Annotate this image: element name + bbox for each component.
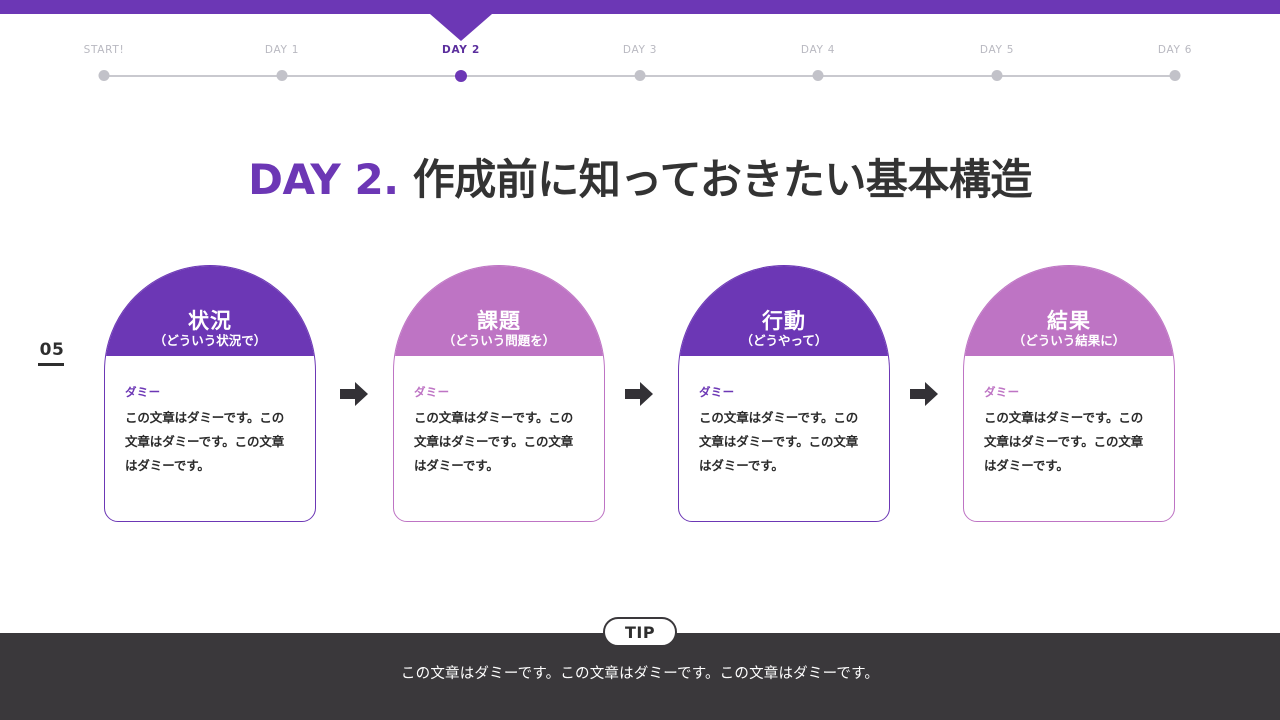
arrow-right-icon — [625, 381, 653, 407]
timeline-dot-icon — [812, 70, 824, 81]
page-number-value: 05 — [39, 340, 65, 360]
card-body: ダミー この文章はダミーです。この文章はダミーです。この文章はダミーです。 — [964, 356, 1174, 478]
tip-badge: TIP — [603, 617, 677, 647]
arrow-right-icon — [340, 381, 368, 407]
timeline-label: DAY 2 — [442, 44, 480, 56]
card-subtitle: （どうやって） — [740, 332, 828, 348]
page-title: DAY 2. 作成前に知っておきたい基本構造 — [0, 146, 1280, 207]
timeline-label: START! — [83, 44, 125, 56]
timeline-label: DAY 1 — [264, 44, 300, 56]
timeline-dot-icon — [1169, 70, 1181, 81]
timeline-dot-icon — [98, 70, 110, 81]
day-timeline: START! DAY 1 DAY 2 DAY 3 DAY 4 DAY 5 DAY… — [0, 44, 1280, 90]
tip-badge-label: TIP — [624, 622, 656, 642]
timeline-dot-icon — [455, 70, 467, 82]
card-title: 結果 — [1047, 308, 1091, 333]
card-body: ダミー この文章はダミーです。この文章はダミーです。この文章はダミーです。 — [105, 356, 315, 478]
card-kicker: ダミー — [984, 385, 1020, 399]
timeline-item-day-2[interactable]: DAY 2 — [401, 44, 521, 82]
card-header: 課題 （どういう問題を） — [394, 266, 604, 356]
card-subtitle: （どういう状況で） — [153, 332, 267, 348]
card-title: 課題 — [477, 308, 521, 333]
timeline-item-day-3[interactable]: DAY 3 — [580, 44, 700, 81]
timeline-label: DAY 3 — [622, 44, 658, 56]
card-title: 状況 — [188, 308, 232, 333]
card-subtitle: （どういう問題を） — [442, 332, 556, 348]
card-header: 結果 （どういう結果に） — [964, 266, 1174, 356]
card-header: 行動 （どうやって） — [679, 266, 889, 356]
timeline-label: DAY 4 — [800, 44, 836, 56]
timeline-dot-icon — [276, 70, 288, 81]
timeline-item-start[interactable]: START! — [44, 44, 164, 81]
card-text: この文章はダミーです。この文章はダミーです。この文章はダミーです。 — [125, 410, 285, 473]
page-title-day: DAY 2. — [248, 155, 399, 204]
card-text: この文章はダミーです。この文章はダミーです。この文章はダミーです。 — [414, 410, 574, 473]
card-body: ダミー この文章はダミーです。この文章はダミーです。この文章はダミーです。 — [394, 356, 604, 478]
arrow-right-icon — [910, 381, 938, 407]
structure-card-row: 状況 （どういう状況で） ダミー この文章はダミーです。この文章はダミーです。こ… — [0, 265, 1280, 525]
page-number: 05 — [38, 340, 66, 366]
card-subtitle: （どういう結果に） — [1012, 332, 1126, 348]
card-body: ダミー この文章はダミーです。この文章はダミーです。この文章はダミーです。 — [679, 356, 889, 478]
card-issue[interactable]: 課題 （どういう問題を） ダミー この文章はダミーです。この文章はダミーです。こ… — [393, 265, 605, 522]
card-title: 行動 — [762, 308, 806, 333]
timeline-dot-icon — [634, 70, 646, 81]
card-kicker: ダミー — [125, 385, 161, 399]
card-text: この文章はダミーです。この文章はダミーです。この文章はダミーです。 — [699, 410, 859, 473]
timeline-label: DAY 5 — [979, 44, 1015, 56]
timeline-dot-icon — [991, 70, 1003, 81]
footer-text: この文章はダミーです。この文章はダミーです。この文章はダミーです。 — [400, 666, 880, 682]
page-number-underline — [38, 363, 64, 366]
timeline-item-day-1[interactable]: DAY 1 — [222, 44, 342, 81]
card-kicker: ダミー — [414, 385, 450, 399]
timeline-item-day-4[interactable]: DAY 4 — [758, 44, 878, 81]
card-text: この文章はダミーです。この文章はダミーです。この文章はダミーです。 — [984, 410, 1144, 473]
card-result[interactable]: 結果 （どういう結果に） ダミー この文章はダミーです。この文章はダミーです。こ… — [963, 265, 1175, 522]
top-accent-bar — [0, 0, 1280, 14]
timeline-item-day-6[interactable]: DAY 6 — [1115, 44, 1235, 81]
page-title-main: 作成前に知っておきたい基本構造 — [412, 155, 1033, 204]
card-action[interactable]: 行動 （どうやって） ダミー この文章はダミーです。この文章はダミーです。この文… — [678, 265, 890, 522]
timeline-item-day-5[interactable]: DAY 5 — [937, 44, 1057, 81]
card-header: 状況 （どういう状況で） — [105, 266, 315, 356]
footer-bar: この文章はダミーです。この文章はダミーです。この文章はダミーです。 — [0, 633, 1280, 720]
card-situation[interactable]: 状況 （どういう状況で） ダミー この文章はダミーです。この文章はダミーです。こ… — [104, 265, 316, 522]
card-kicker: ダミー — [699, 385, 735, 399]
timeline-label: DAY 6 — [1157, 44, 1193, 56]
current-day-pointer-icon — [430, 14, 492, 41]
